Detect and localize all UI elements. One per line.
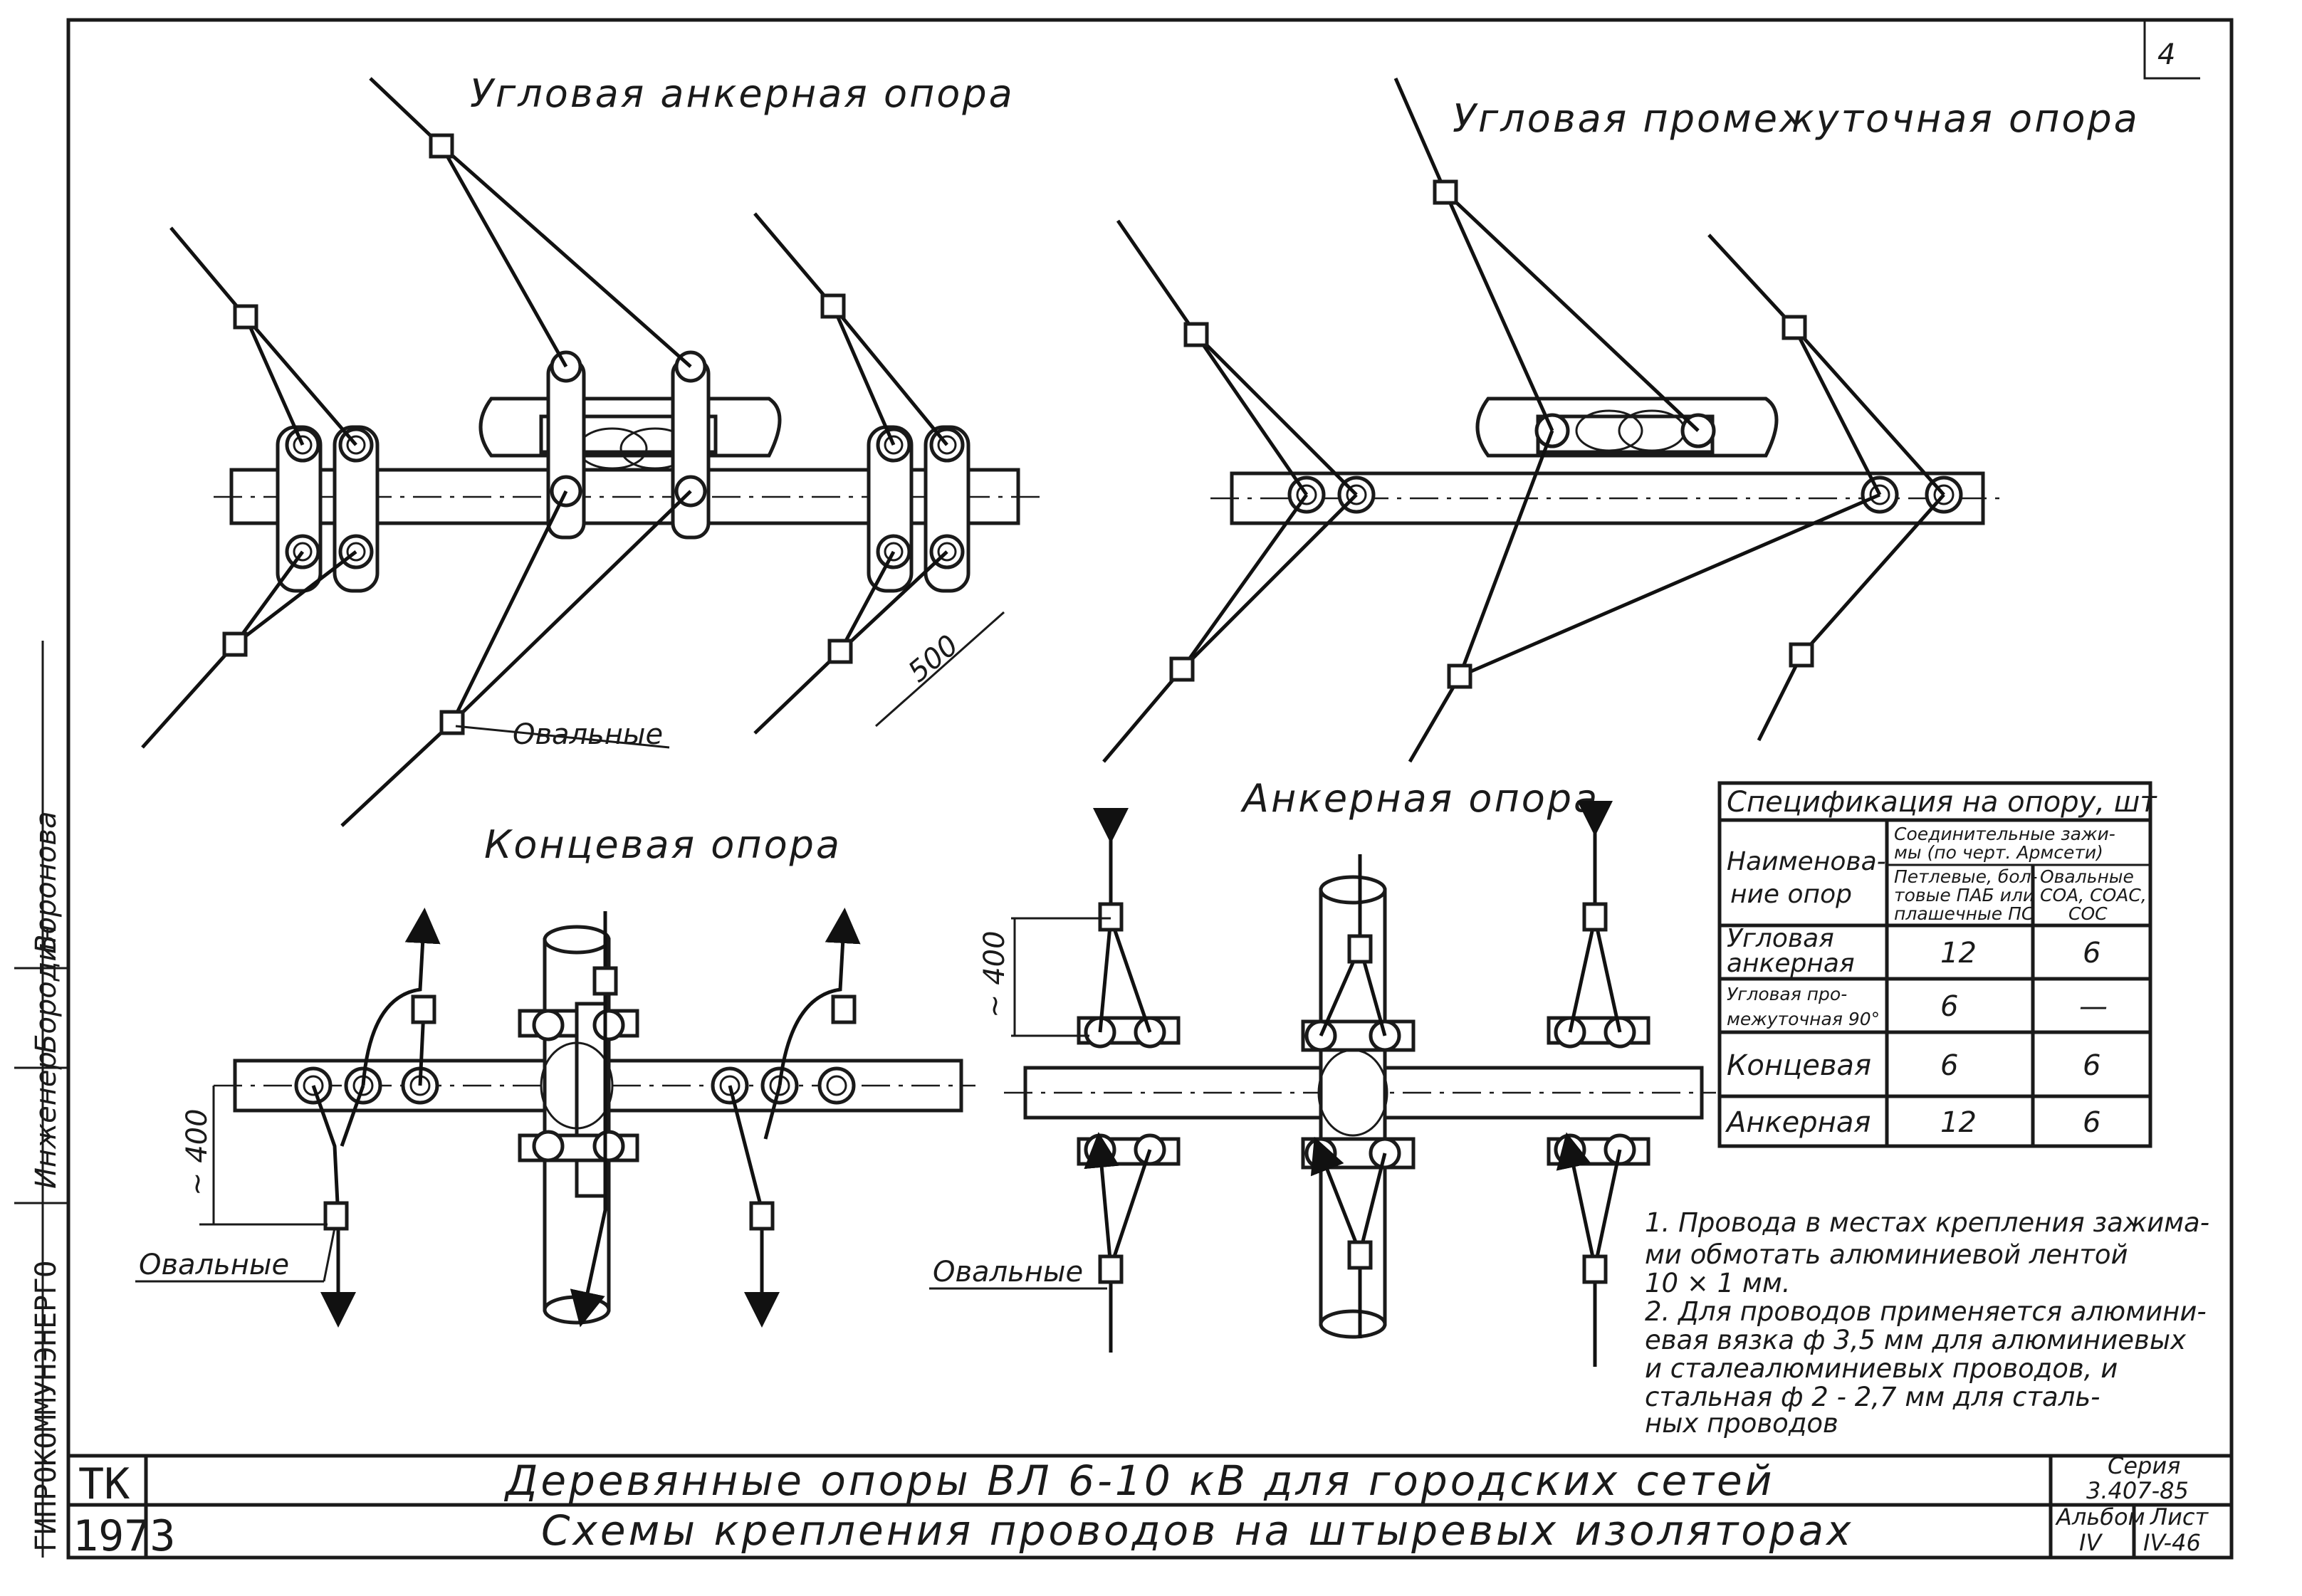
spec-col-name-2: ние опор [1730,880,1852,909]
spec-row3-name: Концевая [1727,1049,1871,1082]
diagram-corner-anchor: Угловая анкерная опора [141,71,1040,827]
end-title: Концевая опора [484,822,842,867]
anchor-oval-label: Овальные [933,1256,1083,1288]
spec-row1-b: 6 [2083,937,2100,970]
spec-row1-a: 12 [1940,937,1977,970]
diagram-corner-intermediate: Угловая промежуточная опора [1102,77,2140,763]
side-stamp: ГИПРОКОММУНЭНЕРГО Инженер Бородин Вороно… [14,641,68,1558]
spec-row2-name-1: Угловая про- [1727,984,1847,1004]
tb-code-top: ТК [78,1459,130,1509]
corner-anchor-oval-label: Овальные [513,718,663,751]
spec-col-group-1: Соединительные зажи- [1894,824,2115,844]
spec-row1-name-2: анкерная [1727,949,1855,978]
corner-anchor-title: Угловая анкерная опора [470,71,1015,116]
spec-col-b-3: СОС [2068,903,2108,924]
spec-table: Спецификация на опору, шт Наименова- ние… [1717,781,2157,1148]
tb-title-sub: Схемы крепления проводов на штыревых изо… [541,1506,1853,1555]
note-line-3: 10 × 1 мм. [1645,1268,1791,1298]
tb-title-main: Деревянные опоры ВЛ 6-10 кВ для городски… [503,1456,1774,1505]
note-line-4: 2. Для проводов применяется алюмини- [1645,1296,2207,1327]
tb-album-label: Альбом [2055,1503,2145,1531]
spec-col-b-2: СОА, СОАС, [2040,885,2147,905]
end-oval-label: Овальные [139,1249,289,1281]
spec-row3-b: 6 [2083,1049,2100,1082]
title-block: ТК 1973 Деревянные опоры ВЛ 6-10 кВ для … [73,1452,2209,1561]
tb-code-bottom: 1973 [73,1511,176,1561]
tb-sheet-label: Лист [2150,1503,2209,1531]
sheet-frame [66,18,2234,1560]
corner-anchor-dim: 500 [902,629,965,688]
spec-row2-name-2: межуточная 90° [1727,1009,1880,1029]
side-org: ГИПРОКОММУНЭНЕРГО [30,1261,63,1552]
note-line-6: и сталеалюминиевых проводов, и [1645,1353,2118,1384]
note-line-1: 1. Провода в местах крепления зажима- [1645,1207,2209,1238]
spec-col-group-2: мы (по черт. Армсети) [1894,842,2103,863]
spec-col-a-2: товые ПАБ или [1894,885,2034,905]
spec-row4-b: 6 [2083,1106,2100,1139]
diagram-anchor: Анкерная опора [929,776,1716,1367]
side-name: Бородин [30,924,63,1054]
side-extra: Воронова [30,812,63,955]
end-dim: ~ 400 [181,1108,214,1196]
sheet-mark: 4 [2157,38,2175,71]
anchor-dim: ~ 400 [978,930,1011,1018]
spec-col-a-3: плашечные ПС [1894,903,2034,924]
spec-col-name-1: Наименова- [1727,847,1886,876]
corner-intermediate-title: Угловая промежуточная опора [1453,96,2140,141]
note-line-8: ных проводов [1645,1408,1838,1439]
spec-row2-b: — [2079,990,2108,1023]
spec-row1-name-1: Угловая [1727,924,1834,953]
tb-sheet-value: IV-46 [2143,1529,2201,1556]
note-line-5: евая вязка ф 3,5 мм для алюминиевых [1645,1325,2187,1355]
anchor-title: Анкерная опора [1240,776,1599,821]
note-line-7: стальная ф 2 - 2,7 мм для сталь- [1645,1382,2100,1412]
note-line-2: ми обмотать алюминиевой лентой [1645,1239,2128,1270]
tb-series-label: Серия [2108,1452,2180,1479]
spec-row4-a: 12 [1940,1106,1977,1139]
side-role: Инженер [30,1051,63,1189]
spec-col-a-1: Петлевые, бол- [1894,866,2038,887]
spec-row3-a: 6 [1940,1049,1958,1082]
diagram-end: Концевая опора [135,822,975,1328]
spec-row2-a: 6 [1940,990,1958,1023]
notes: 1. Провода в местах крепления зажима- ми… [1645,1207,2209,1439]
spec-title: Спецификация на опору, шт [1727,786,2157,819]
tb-album-value: IV [2079,1529,2103,1556]
spec-row4-name: Анкерная [1725,1106,1871,1139]
spec-col-b-1: Овальные [2040,866,2134,887]
tb-series-value: 3.407-85 [2086,1477,2189,1504]
